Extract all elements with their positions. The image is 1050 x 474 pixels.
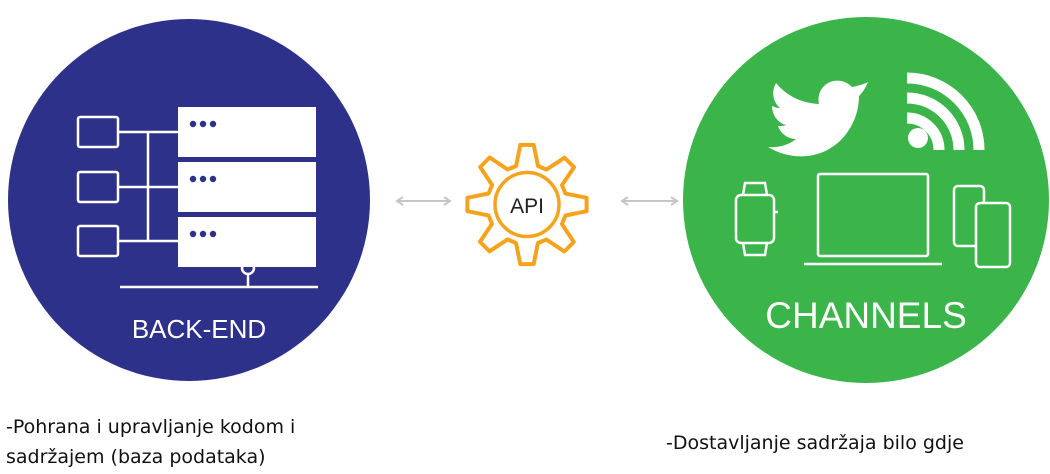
gear-inner-ring xyxy=(493,170,561,239)
backend-node: BACK-END xyxy=(8,19,370,381)
api-label: API xyxy=(510,195,544,218)
backend-caption-line: sadržajem (baza podataka) xyxy=(6,446,266,468)
server-unit xyxy=(178,162,316,212)
channels-label: CHANNELS xyxy=(765,295,967,336)
channels-caption-line: -Dostavljanje sadržaja bilo gdje xyxy=(666,432,964,454)
laptop-icon xyxy=(804,172,942,266)
rss-icon xyxy=(906,72,985,151)
channels-node: CHANNELS xyxy=(683,17,1049,383)
server-unit xyxy=(178,107,316,157)
backend-caption-line: -Pohrana i upravljanje kodom i xyxy=(6,416,296,438)
arrow-api-channels xyxy=(620,196,679,206)
channels-caption: -Dostavljanje sadržaja bilo gdje xyxy=(666,428,964,458)
backend-caption: -Pohrana i upravljanje kodom i sadržajem… xyxy=(6,412,295,472)
server-stack xyxy=(178,107,316,267)
backend-label: BACK-END xyxy=(132,314,266,344)
api-node: API xyxy=(465,142,589,267)
arrow-backend-api xyxy=(395,196,452,206)
twitter-icon xyxy=(768,80,868,157)
server-unit xyxy=(178,217,316,267)
gear-icon xyxy=(465,142,589,267)
devices-icon xyxy=(952,184,1012,269)
smartwatch-icon xyxy=(734,181,778,257)
